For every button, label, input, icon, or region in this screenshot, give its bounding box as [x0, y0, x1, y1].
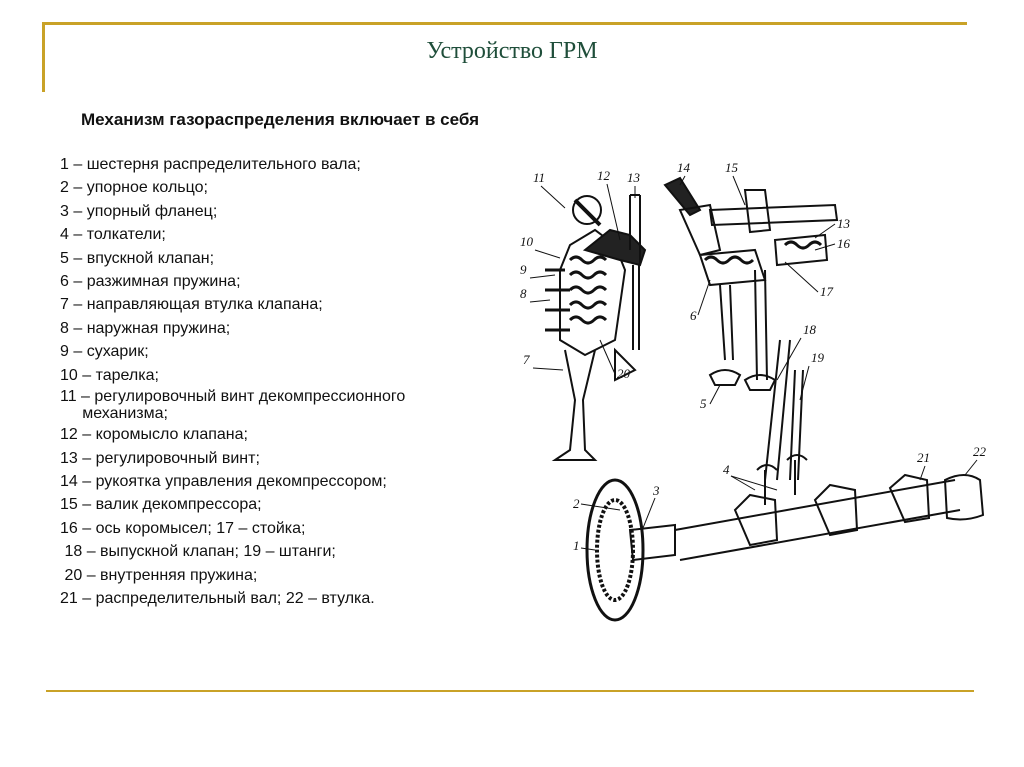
list-item: 15 – валик декомпрессора; [60, 496, 262, 514]
rocker-assembly-center [663, 176, 839, 481]
callout-label: 11 [533, 170, 545, 185]
leader-lines [529, 175, 978, 551]
list-item: 2 – упорное кольцо; [60, 179, 208, 197]
callout-label: 9 [520, 262, 527, 277]
callout-label: 14 [677, 160, 691, 175]
list-item: 8 – наружная пружина; [60, 319, 231, 337]
callout-label: 20 [617, 366, 631, 381]
slide-title: Устройство ГРМ [426, 38, 598, 64]
callout-label: 22 [973, 444, 987, 459]
callout-label: 12 [597, 168, 611, 183]
valve-train-drawing: 11 12 13 10 9 8 7 20 14 15 13 16 17 6 5 … [520, 160, 987, 622]
callout-label: 4 [723, 462, 730, 477]
camshaft [585, 454, 985, 622]
callout-label: 13 [837, 216, 851, 231]
list-item: 20 – внутренняя пружина; [60, 566, 258, 584]
list-item: 16 – ось коромысел; 17 – стойка; [60, 519, 306, 537]
callout-label: 16 [837, 236, 851, 251]
callout-label: 10 [520, 234, 534, 249]
callout-label: 17 [820, 284, 834, 299]
list-item: 14 – рукоятка управления декомпрессором; [60, 473, 387, 491]
callout-label: 15 [725, 160, 739, 175]
list-item: 5 – впускной клапан; [60, 249, 215, 267]
list-item: 9 – сухарик; [60, 343, 149, 361]
callout-label: 8 [520, 286, 527, 301]
list-item: 18 – выпускной клапан; 19 – штанги; [60, 543, 336, 561]
valve-assembly-left [545, 194, 647, 461]
list-item: 21 – распределительный вал; 22 – втулка. [60, 590, 375, 608]
bottom-rule [46, 690, 974, 692]
callout-label: 19 [811, 350, 825, 365]
callout-label: 5 [700, 396, 707, 411]
list-item: 1 – шестерня распределительного вала; [60, 156, 361, 173]
list-item: 12 – коромысло клапана; [60, 426, 248, 444]
callout-label: 13 [627, 170, 641, 185]
callout-label: 7 [523, 352, 530, 367]
list-item: 6 – разжимная пружина; [60, 272, 241, 290]
list-item: 13 – регулировочный винт; [60, 449, 260, 467]
list-item: 3 – упорный фланец; [60, 202, 218, 220]
list-item: 10 – тарелка; [60, 366, 159, 384]
list-item: 4 – толкатели; [60, 226, 166, 244]
callout-label: 21 [917, 450, 930, 465]
top-rule [42, 22, 967, 25]
left-rule [42, 22, 45, 92]
list-item: 11 – регулировочный винт декомпрессионно… [60, 387, 406, 422]
list-heading: Механизм газораспределения включает в се… [80, 110, 480, 129]
list-item: 7 – направляющая втулка клапана; [60, 296, 323, 314]
callout-label: 18 [803, 322, 817, 337]
callout-label: 2 [573, 496, 580, 511]
callout-labels: 11 12 13 10 9 8 7 20 14 15 13 16 17 6 5 … [520, 160, 987, 553]
parts-list: 1 – шестерня распределительного вала; 2 … [60, 154, 510, 611]
callout-label: 3 [652, 483, 660, 498]
callout-label: 6 [690, 308, 697, 323]
callout-label: 1 [573, 538, 580, 553]
